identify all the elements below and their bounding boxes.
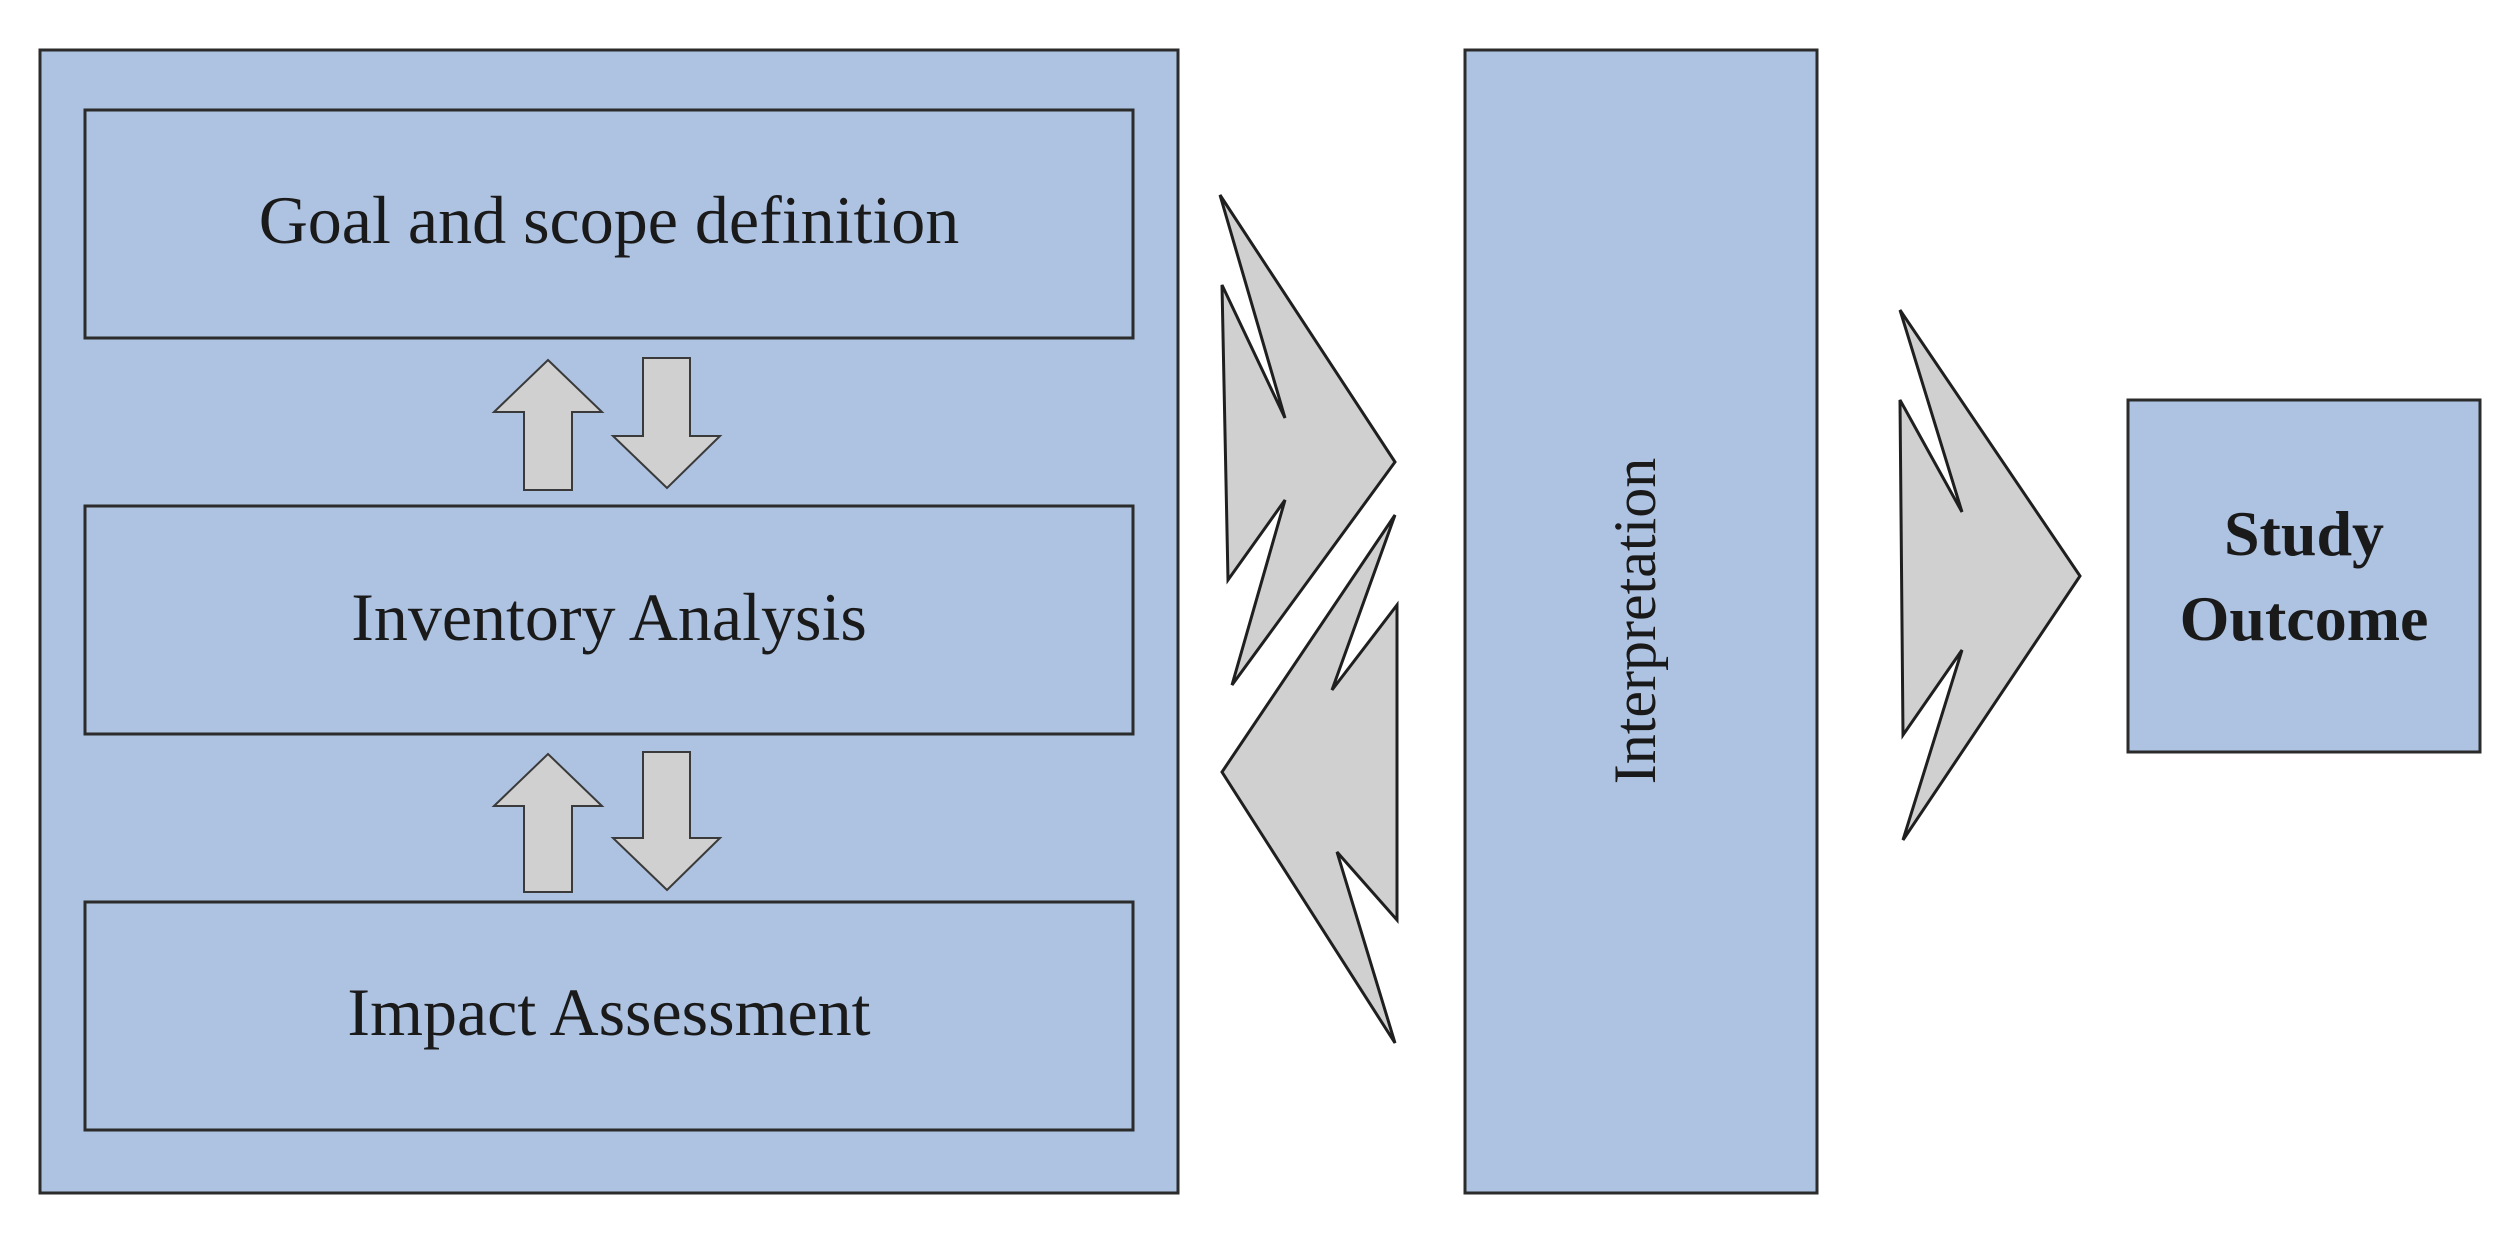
impact-assessment-label: Impact Assessment — [347, 974, 870, 1050]
impact-assessment-box: Impact Assessment — [83, 900, 1135, 1132]
chevron-arrow-lower-icon — [1220, 514, 1399, 1044]
study-outcome-label-line2: Outcome — [2180, 583, 2429, 654]
bidirectional-arrows-top — [491, 357, 723, 491]
goal-scope-box: Goal and scope definition — [83, 108, 1135, 340]
interpretation-label: Interpretation — [1602, 458, 1668, 785]
bidirectional-arrows-bottom — [491, 751, 723, 893]
study-outcome-box: Study Outcome — [2126, 398, 2482, 754]
inventory-analysis-box: Inventory Analysis — [83, 504, 1135, 736]
interpretation-box: Interpretation — [1463, 48, 1819, 1195]
study-outcome-label-line1: Study — [2224, 498, 2384, 569]
up-arrow-icon — [491, 752, 605, 893]
chevron-arrow-right-icon — [1898, 309, 2082, 841]
up-arrow-icon — [491, 358, 605, 491]
down-arrow-icon — [610, 357, 723, 490]
chevron-arrow-upper-icon — [1218, 194, 1397, 686]
inventory-analysis-label: Inventory Analysis — [351, 579, 867, 655]
goal-scope-label: Goal and scope definition — [259, 182, 960, 258]
down-arrow-icon — [610, 751, 723, 892]
